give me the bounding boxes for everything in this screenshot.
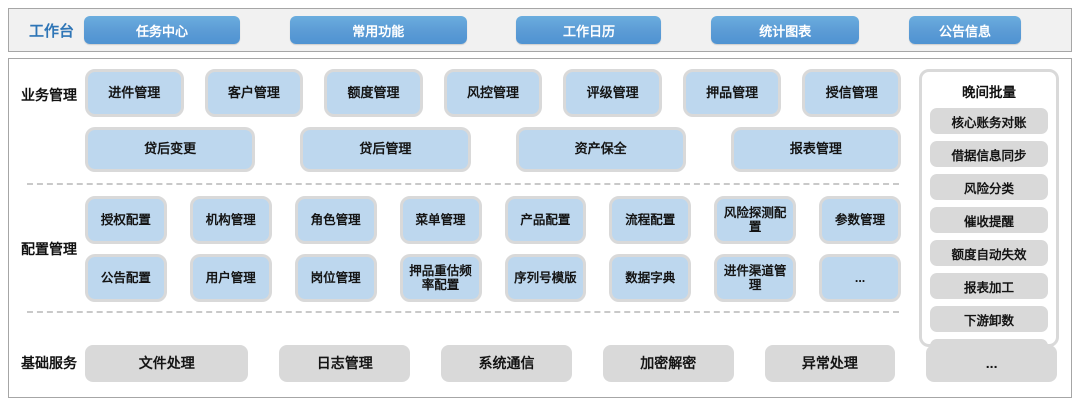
batch-item[interactable]: 风险分类 — [930, 174, 1048, 200]
batch-item[interactable]: 下游卸数 — [930, 306, 1048, 332]
nav-button[interactable]: 工作日历 — [516, 16, 662, 44]
module-tile[interactable]: 进件管理 — [85, 69, 184, 117]
service-tile[interactable]: ... — [926, 344, 1057, 382]
nav-button[interactable]: 公告信息 — [908, 16, 1021, 44]
section-business: 业务管理 进件管理客户管理额度管理风控管理评级管理押品管理授信管理 贷后变更贷后… — [21, 69, 902, 172]
module-tile[interactable]: 数据字典 — [609, 254, 692, 302]
module-tile[interactable]: 产品配置 — [504, 196, 587, 244]
module-tile[interactable]: 风险探测配置 — [714, 196, 797, 244]
module-tile[interactable]: 参数管理 — [819, 196, 901, 244]
module-tile[interactable]: 授权配置 — [85, 196, 167, 244]
module-tile[interactable]: ... — [819, 254, 901, 302]
topbar-buttons: 任务中心 常用功能 工作日历 统计图表 公告信息 — [84, 16, 1021, 44]
batch-item[interactable]: 借据信息同步 — [930, 141, 1048, 167]
section-divider — [27, 311, 899, 313]
module-tile[interactable]: 资产保全 — [515, 127, 686, 172]
module-tile[interactable]: 授信管理 — [802, 69, 902, 117]
module-tile[interactable]: 进件渠道管理 — [714, 254, 797, 302]
module-tile[interactable]: 额度管理 — [324, 69, 423, 117]
night-batch-title: 晚间批量 — [962, 85, 1016, 100]
section-config: 配置管理 授权配置机构管理角色管理菜单管理产品配置流程配置风险探测配置参数管理 … — [21, 196, 901, 302]
module-tile[interactable]: 押品管理 — [682, 69, 782, 117]
night-batch-items: 核心账务对账借据信息同步风险分类催收提醒额度自动失效报表加工下游卸数... — [930, 108, 1048, 365]
module-tile[interactable]: 用户管理 — [189, 254, 272, 302]
module-tile[interactable]: 风控管理 — [443, 69, 543, 117]
module-tile[interactable]: 押品重估频率配置 — [399, 254, 482, 302]
section-base-label: 基础服务 — [21, 355, 77, 371]
nav-button[interactable]: 常用功能 — [289, 16, 467, 44]
main-panel: 业务管理 进件管理客户管理额度管理风控管理评级管理押品管理授信管理 贷后变更贷后… — [8, 58, 1072, 398]
module-sections: 业务管理 进件管理客户管理额度管理风控管理评级管理押品管理授信管理 贷后变更贷后… — [9, 59, 915, 339]
service-tile[interactable]: 文件处理 — [85, 344, 249, 382]
upper-area: 业务管理 进件管理客户管理额度管理风控管理评级管理押品管理授信管理 贷后变更贷后… — [9, 59, 1071, 365]
batch-item[interactable]: 核心账务对账 — [930, 108, 1048, 134]
section-config-label: 配置管理 — [21, 241, 77, 257]
module-tile[interactable]: 客户管理 — [204, 69, 304, 117]
business-row-2: 贷后变更贷后管理资产保全报表管理 — [85, 127, 901, 172]
night-batch-panel: 晚间批量 核心账务对账借据信息同步风险分类催收提醒额度自动失效报表加工下游卸数.… — [919, 69, 1059, 365]
workbench-label: 工作台 — [29, 22, 75, 40]
batch-item[interactable]: 报表加工 — [930, 273, 1048, 299]
module-tile[interactable]: 流程配置 — [609, 196, 692, 244]
service-tile[interactable]: 日志管理 — [279, 344, 411, 382]
module-tile[interactable]: 菜单管理 — [399, 196, 482, 244]
service-tile[interactable]: 加密解密 — [602, 344, 734, 382]
base-services-row: 文件处理日志管理系统通信加密解密异常处理... — [85, 344, 1057, 382]
service-tile[interactable]: 异常处理 — [764, 344, 896, 382]
module-tile[interactable]: 机构管理 — [189, 196, 272, 244]
business-row-1: 进件管理客户管理额度管理风控管理评级管理押品管理授信管理 — [85, 69, 902, 117]
batch-item[interactable]: 额度自动失效 — [930, 240, 1048, 266]
module-tile[interactable]: 序列号模版 — [504, 254, 587, 302]
module-tile[interactable]: 岗位管理 — [294, 254, 377, 302]
module-tile[interactable]: 评级管理 — [563, 69, 662, 117]
config-row-1: 授权配置机构管理角色管理菜单管理产品配置流程配置风险探测配置参数管理 — [85, 196, 901, 244]
nav-button[interactable]: 统计图表 — [711, 16, 860, 44]
module-tile[interactable]: 报表管理 — [730, 127, 901, 172]
module-tile[interactable]: 贷后变更 — [85, 127, 256, 172]
section-base: 基础服务 文件处理日志管理系统通信加密解密异常处理... — [9, 339, 1071, 397]
module-tile[interactable]: 贷后管理 — [300, 127, 471, 172]
section-divider — [27, 183, 899, 185]
workbench-topbar: 工作台 任务中心 常用功能 工作日历 统计图表 公告信息 — [8, 8, 1072, 52]
section-business-label: 业务管理 — [21, 87, 77, 103]
service-tile[interactable]: 系统通信 — [441, 344, 572, 382]
module-tile[interactable]: 角色管理 — [294, 196, 377, 244]
nav-button[interactable]: 任务中心 — [84, 16, 241, 44]
batch-item[interactable]: 催收提醒 — [930, 207, 1048, 233]
module-tile[interactable]: 公告配置 — [85, 254, 167, 302]
config-row-2: 公告配置用户管理岗位管理押品重估频率配置序列号模版数据字典进件渠道管理... — [85, 254, 901, 302]
